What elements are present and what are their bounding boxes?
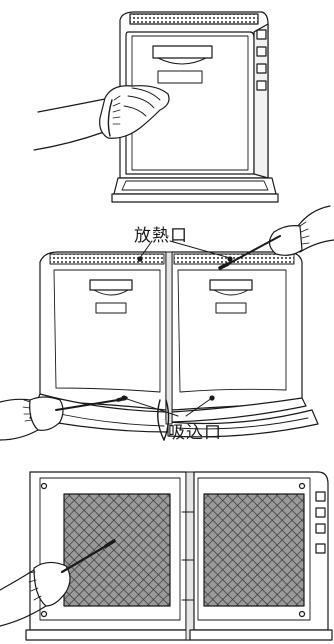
hand-with-cloth-icon	[33, 85, 170, 151]
hand-with-brush-icon	[0, 396, 128, 441]
panel-1-unit-front	[33, 11, 279, 203]
hand-with-brush-icon	[0, 539, 116, 627]
panel-3-back-filters	[0, 471, 333, 641]
air-intake-label: 吸込口	[168, 423, 222, 443]
panel-2-vents	[0, 205, 334, 441]
heat-vent-label: 放熱口	[134, 226, 188, 246]
hand-with-brush-icon	[218, 205, 334, 270]
